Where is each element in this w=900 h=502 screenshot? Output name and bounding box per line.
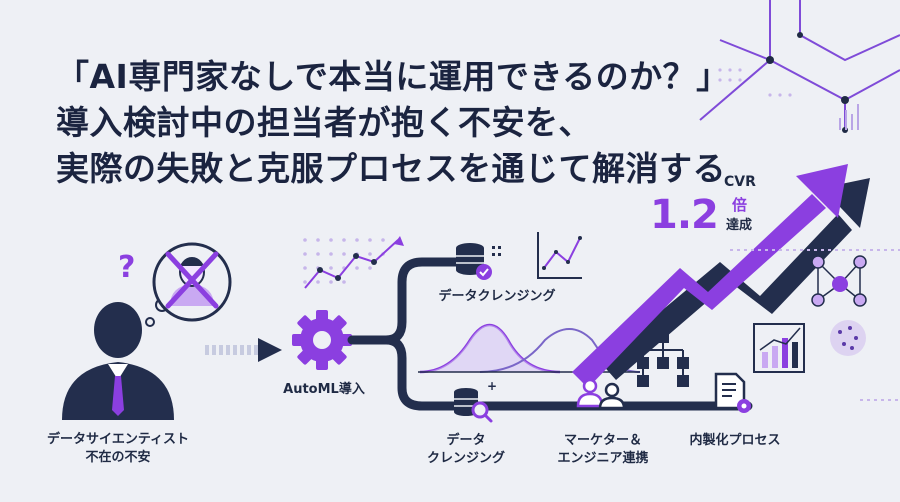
hierarchy-icon: [637, 331, 689, 387]
flow-arrow-1: [205, 338, 282, 362]
network-nodes: [766, 32, 849, 133]
network-decoration: [699, 0, 900, 130]
database-search-icon: +: [454, 379, 497, 423]
automl-label: AutoML導入: [283, 382, 365, 397]
gear-icon: [292, 310, 352, 370]
metric-value: 1.2: [650, 192, 719, 238]
svg-text:+: +: [487, 379, 497, 393]
headline: 「AI専門家なしで本当に運用できるのか？」 導入検討中の担当者が抱く不安を、 実…: [56, 54, 730, 192]
dot-grid-top: [718, 68, 792, 97]
question-mark-icon: ?: [118, 250, 136, 285]
headline-line-2: 導入検討中の担当者が抱く不安を、: [56, 103, 592, 142]
collaboration-line-1: マーケター＆: [563, 433, 642, 448]
person-caption-line-2: 不在の不安: [85, 450, 151, 465]
expert-absent-icon: [165, 251, 219, 309]
cleansing-bottom-line-1: データ: [446, 433, 486, 448]
mini-bars-top: [839, 104, 859, 130]
database-check-icon: [456, 243, 501, 280]
document-gear-icon: [714, 372, 751, 413]
node-network-icon: [811, 255, 867, 307]
cleansing-top-label: データクレンジング: [438, 289, 556, 304]
growth-arrow: [572, 164, 870, 388]
cleansing-bottom-label: データ クレンジング: [416, 432, 516, 468]
bar-chart-icon: [753, 323, 805, 373]
dot-chart-decoration: [303, 236, 404, 289]
person-icon: [62, 302, 174, 420]
headline-line-3: 実際の失敗と克服プロセスを通じて解消する: [56, 149, 726, 188]
branch-paths: [347, 257, 753, 411]
collaboration-icon: [576, 378, 626, 410]
collaboration-label: マーケター＆ エンジニア連携: [548, 432, 658, 468]
person-caption-line-1: データサイエンティスト: [46, 432, 190, 447]
internalize-label: 内製化プロセス: [689, 433, 781, 448]
cleansing-bottom-line-2: クレンジング: [426, 451, 505, 466]
collaboration-line-2: エンジニア連携: [557, 451, 649, 466]
dash-decoration: [730, 249, 900, 401]
headline-line-1: 「AI専門家なしで本当に運用できるのか？」: [56, 57, 730, 96]
scatter-cluster-icon: [830, 320, 866, 356]
line-chart-icon: [537, 232, 582, 279]
metric-unit: 倍: [732, 196, 748, 214]
person-caption: データサイエンティスト 不在の不安: [38, 431, 198, 467]
metric-label: CVR: [724, 174, 756, 190]
metric-suffix: 達成: [726, 218, 753, 233]
